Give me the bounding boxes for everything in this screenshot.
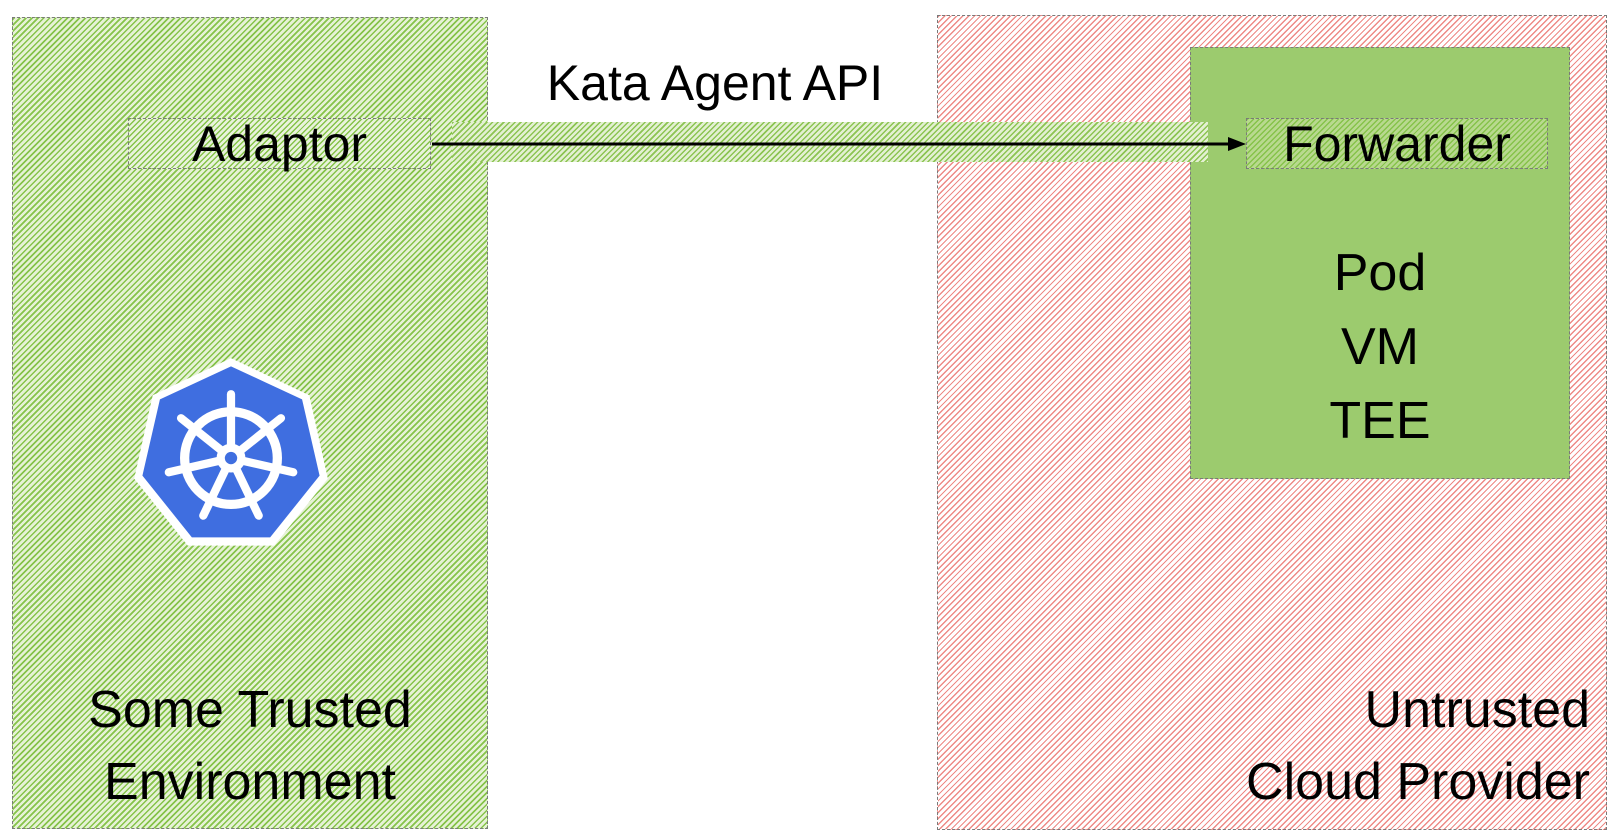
untrusted-cloud-provider-label: Untrusted Cloud Provider bbox=[1090, 674, 1590, 818]
vm-label: VM bbox=[1341, 318, 1419, 376]
adaptor-label: Adaptor bbox=[191, 115, 368, 172]
api-channel bbox=[452, 122, 1208, 162]
forwarder-box: Forwarder bbox=[1246, 118, 1548, 169]
untrusted-label-line2: Cloud Provider bbox=[1246, 753, 1590, 811]
pod-label: Pod bbox=[1333, 244, 1427, 302]
pod-vm-tee-labels: Pod VM TEE bbox=[1290, 236, 1470, 458]
trusted-label-line2: Environment bbox=[104, 753, 396, 811]
trusted-environment-label: Some Trusted Environment bbox=[30, 674, 470, 818]
tee-label: TEE bbox=[1329, 392, 1431, 450]
forwarder-label: Forwarder bbox=[1283, 115, 1511, 172]
kata-agent-api-label: Kata Agent API bbox=[546, 55, 884, 111]
kubernetes-helm-icon bbox=[134, 358, 328, 546]
trusted-label-line1: Some Trusted bbox=[88, 681, 412, 739]
untrusted-label-line1: Untrusted bbox=[1364, 681, 1590, 739]
adaptor-box: Adaptor bbox=[128, 118, 431, 169]
